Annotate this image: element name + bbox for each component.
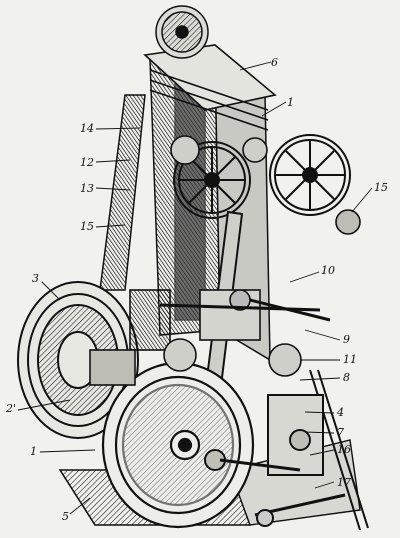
left-flywheel (17, 281, 139, 439)
label-17: 17 (337, 476, 351, 489)
label-14: 14 (80, 122, 94, 135)
label-15-left: 15 (80, 220, 94, 233)
label-8: 8 (343, 371, 350, 384)
label-9: 9 (343, 333, 350, 346)
left-slant-column (99, 94, 146, 291)
top-sprocket (155, 5, 209, 59)
small-pulley (170, 135, 361, 235)
label-1-top: 1 (287, 96, 294, 109)
label-11: 11 (343, 353, 357, 366)
leader-lines (17, 61, 373, 515)
label-3: 3 (32, 272, 39, 285)
label-5: 5 (62, 510, 69, 523)
label-1-bottom: 1 (30, 445, 37, 458)
upper-right-pulley (269, 134, 351, 216)
label-12: 12 (80, 156, 94, 169)
upper-left-pulley (173, 141, 251, 219)
callout-labels: 6 1 14 12 13 15 15 3 10 9 11 8 2' 4 7 1 … (5, 56, 388, 523)
middle-mechanism (89, 289, 331, 386)
label-15-right: 15 (374, 181, 388, 194)
label-16: 16 (337, 443, 351, 456)
label-7: 7 (337, 426, 344, 439)
label-13: 13 (80, 182, 94, 195)
front-flywheel (101, 361, 255, 529)
label-2: 2' (5, 402, 16, 415)
label-10: 10 (321, 264, 335, 277)
label-4: 4 (336, 406, 344, 419)
label-6: 6 (271, 56, 278, 69)
foot-pedal (254, 493, 346, 527)
right-linkage (204, 369, 369, 531)
